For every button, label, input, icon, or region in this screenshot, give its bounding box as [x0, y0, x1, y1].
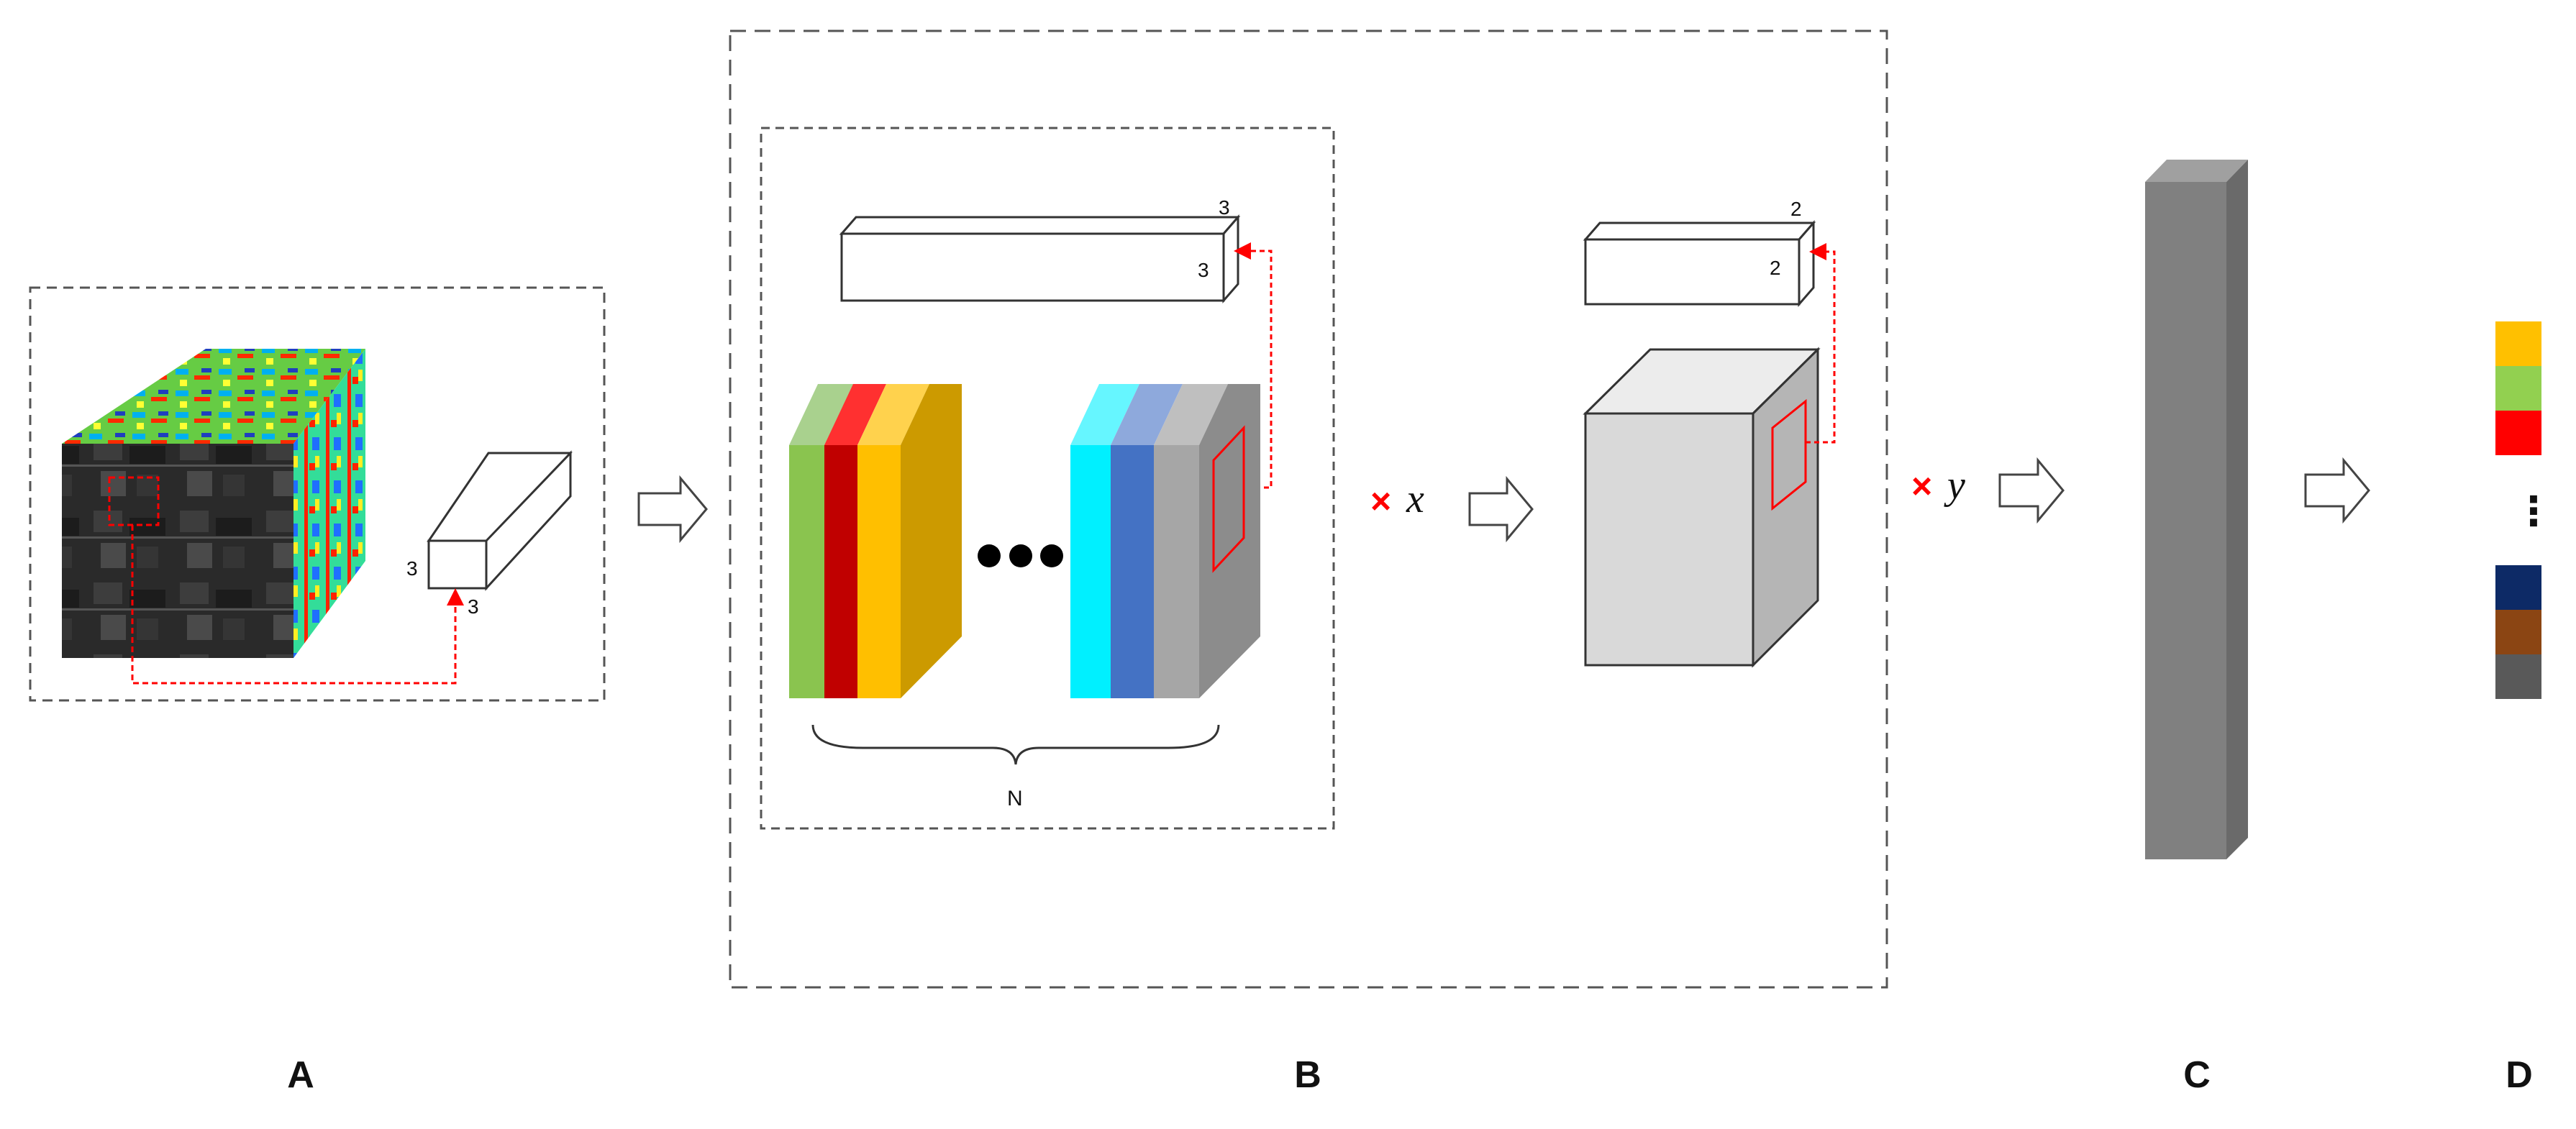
pooling-block	[1583, 347, 1821, 668]
n-brace	[811, 724, 1220, 765]
kernel-3x3-top-label: 3	[1219, 196, 1230, 219]
patch-size-left: 3	[406, 557, 418, 580]
class-swatch	[2495, 654, 2541, 699]
panel-b: 3 3	[729, 29, 1888, 989]
hyperspectral-cube	[62, 349, 365, 658]
n-label: N	[1007, 787, 1023, 810]
times-y-symbol: ×	[1911, 466, 1932, 506]
kernel-3x3	[839, 214, 1241, 304]
flow-arrow-c-d	[2304, 457, 2370, 524]
x-variable: x	[1406, 477, 1424, 521]
kernel-2x2-top-label: 2	[1790, 198, 1802, 220]
class-swatch	[2495, 366, 2541, 411]
flow-arrow-x	[1468, 475, 1534, 543]
kernel-window-2x2	[1771, 398, 1807, 511]
panel-c-fc-layer	[2145, 160, 2248, 859]
band-blue	[1111, 384, 1183, 698]
band-cyan	[1070, 384, 1139, 698]
kernel-3x3-link-arrow	[1234, 242, 1273, 489]
patch-size-bottom: 3	[468, 595, 479, 618]
kernel-2x2	[1583, 219, 1816, 308]
panel-b-frame	[729, 29, 1888, 989]
patch-marker	[108, 476, 160, 526]
class-swatch	[2495, 411, 2541, 455]
feature-bands-right	[1070, 384, 1260, 698]
input-patch	[427, 450, 573, 591]
y-variable: y	[1944, 463, 1965, 508]
panel-label-c: C	[2183, 1054, 2211, 1096]
class-swatch	[2495, 321, 2541, 366]
band-red	[824, 384, 886, 698]
panel-a-frame	[29, 286, 606, 702]
kernel-3x3-side-label: 3	[1198, 259, 1209, 281]
flow-arrow-a-b	[637, 475, 708, 544]
class-swatch	[2495, 565, 2541, 610]
kernel-window-3x3	[1212, 425, 1245, 573]
kernel-2x2-link-arrow	[1806, 243, 1836, 444]
flow-arrow-b-c	[1998, 457, 2065, 524]
band-green	[789, 384, 855, 698]
band-orange	[857, 384, 962, 698]
panel-a: 3 3	[29, 286, 606, 702]
panel-label-a: A	[287, 1054, 314, 1096]
patch-link-arrow	[131, 525, 464, 685]
conv-group-frame	[760, 127, 1335, 830]
class-color-strip	[2495, 321, 2541, 455]
kernel-2x2-side-label: 2	[1770, 257, 1781, 279]
class-swatch	[2495, 610, 2541, 654]
feature-bands-left	[789, 384, 962, 698]
panel-label-b: B	[1294, 1054, 1321, 1096]
class-color-strip-lower	[2495, 565, 2541, 699]
cube-top-face	[62, 349, 365, 444]
panel-label-d: D	[2506, 1054, 2533, 1096]
band-ellipsis	[978, 544, 1063, 567]
times-x-symbol: ×	[1370, 481, 1391, 521]
cube-front-face	[62, 444, 293, 658]
class-ellipsis: ⋮	[2513, 488, 2554, 534]
cube-side-face	[293, 349, 365, 658]
